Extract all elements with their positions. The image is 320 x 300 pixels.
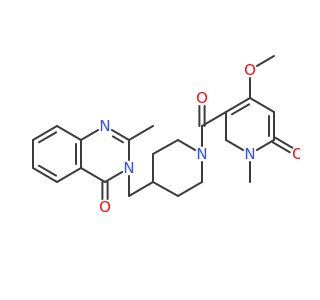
atom-label-n-a18: N [196,145,207,163]
bond-a8-a9 [110,129,130,141]
bond-a4-a3 [32,167,58,183]
atom-label-o-a13: O [99,198,111,216]
bond-a21-a23 [201,111,227,127]
atom-label-o-a22: O [196,89,208,107]
atom-label-o-a29: O [292,145,300,163]
bond-a23-a24 [225,97,251,113]
atom-label-n-a8: N [99,117,110,135]
bond-a28-a29-a [271,141,291,154]
bond-a20-a15 [152,181,179,197]
bond-a14-a15 [128,181,154,197]
bond-a23-a24-inner [230,103,251,116]
bond-a12-a2 [80,167,106,183]
atom-label-o-a25: O [244,61,256,79]
bond-a17-a18 [177,139,197,151]
bond-a1-a8 [80,129,100,141]
bond-a24-a27 [249,97,275,113]
bond-a11-a12 [104,171,124,183]
bond-a4-a3-inner [37,164,58,177]
bond-a25-a26 [255,55,275,67]
bond-a3-a2 [56,167,82,183]
bond-a1-a6 [56,125,82,141]
bond-a6-a5 [32,125,58,141]
molecule-structure: N N O N O O O N [32,55,300,216]
atom-label-n-a11: N [123,159,134,177]
bond-a19-a20 [177,181,203,197]
bond-a16-a17 [152,139,179,155]
bond-a8-a9-inner [111,135,125,144]
bond-a30-a32 [225,139,245,151]
bond-a6-a5-inner [37,131,58,144]
bond-a9-a10 [128,125,154,141]
atom-labels-layer: N N O N O O O N [99,61,300,216]
atom-label-n-a30: N [244,145,255,163]
bond-a28-a30 [255,139,275,151]
bond-a28-a29-b [274,136,294,149]
bonds-layer [32,55,294,200]
